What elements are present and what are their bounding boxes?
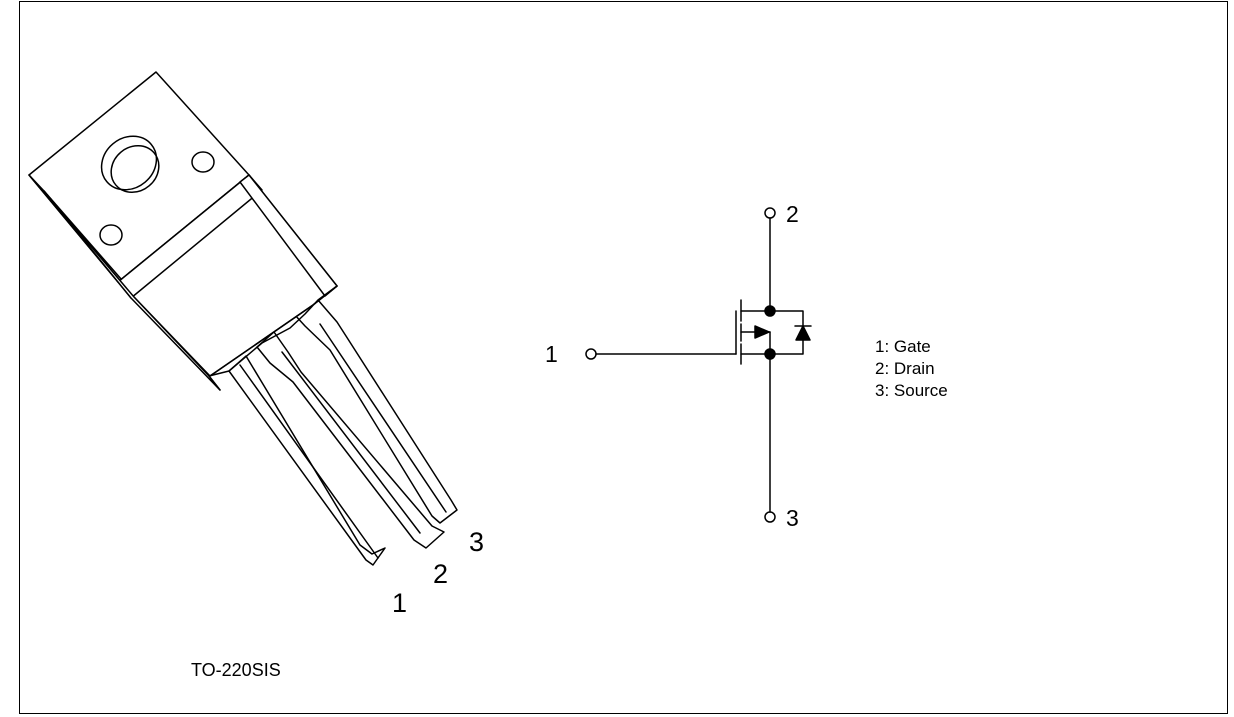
schematic-pin-label-gate: 1 — [545, 341, 558, 367]
legend-item-source: 3: Source — [875, 381, 948, 400]
gate-terminal — [585, 348, 597, 360]
package-lead-2 — [256, 331, 445, 549]
figure-border — [19, 1, 1228, 714]
source-terminal — [764, 511, 776, 523]
pin-legend: 1: Gate 2: Drain 3: Source — [875, 337, 948, 400]
package-pin-label-3: 3 — [469, 527, 484, 557]
package-pin-label-2: 2 — [433, 559, 448, 589]
package-drawing — [28, 71, 458, 566]
mosfet-symbol — [585, 207, 812, 523]
package-lead-1 — [228, 355, 386, 566]
body-diode — [769, 310, 812, 355]
package-pin-label-1: 1 — [392, 588, 407, 618]
legend-item-gate: 1: Gate — [875, 337, 931, 356]
package-name: TO-220SIS — [191, 660, 281, 680]
package-lead-3 — [293, 299, 458, 524]
schematic-pin-label-drain: 2 — [786, 201, 799, 227]
legend-item-drain: 2: Drain — [875, 359, 935, 378]
drain-terminal — [764, 207, 776, 219]
tab-marker-circle — [99, 224, 123, 246]
schematic-pin-label-source: 3 — [786, 505, 799, 531]
tab-marker-circle — [191, 151, 215, 173]
package-body — [28, 71, 338, 391]
mounting-hole — [100, 135, 160, 194]
